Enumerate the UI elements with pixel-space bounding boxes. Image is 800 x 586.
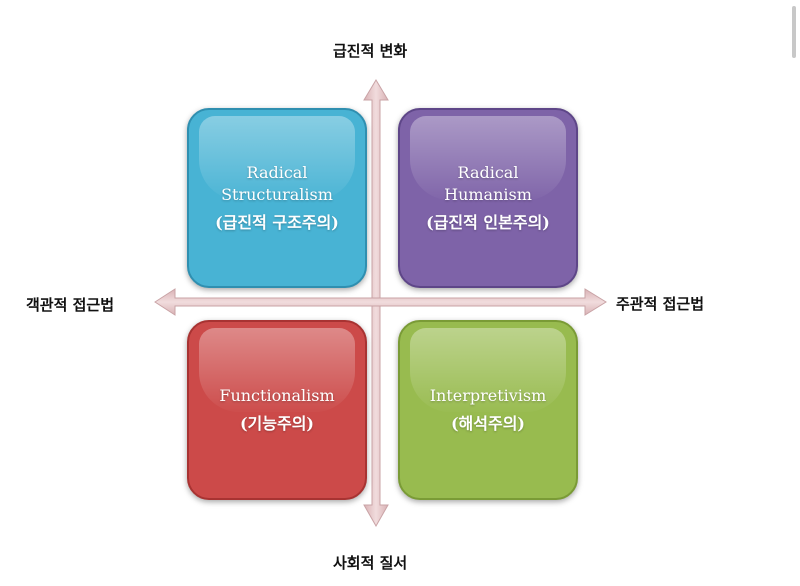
- quadrant-korean-label: (급진적 구조주의): [215, 213, 339, 232]
- quadrant-radical-humanism: Radical Humanism (급진적 인본주의): [398, 108, 578, 288]
- quadrant-title-line1: Radical: [457, 163, 519, 182]
- axis-label-bottom: 사회적 질서: [333, 554, 408, 572]
- axis-label-right: 주관적 접근법: [616, 295, 705, 313]
- quadrant-title-line2: Humanism: [444, 185, 532, 204]
- quadrant-korean-label: (급진적 인본주의): [426, 213, 550, 232]
- quadrant-korean-label: (해석주의): [450, 414, 526, 433]
- horizontal-axis-arrow: [154, 288, 607, 316]
- quadrant-functionalism: Functionalism (기능주의): [187, 320, 367, 500]
- axis-label-left: 객관적 접근법: [26, 296, 115, 314]
- quadrant-radical-structuralism: Radical Structuralism (급진적 구조주의): [187, 108, 367, 288]
- quadrant-interpretivism: Interpretivism (해석주의): [398, 320, 578, 500]
- axis-label-top: 급진적 변화: [333, 42, 408, 60]
- quadrant-title-line1: Radical: [246, 163, 308, 182]
- quadrant-title-line1: Interpretivism: [429, 386, 547, 405]
- scrollbar-thumb[interactable]: [792, 6, 796, 58]
- quadrant-title-line2: Structuralism: [221, 185, 333, 204]
- quadrant-korean-label: (기능주의): [239, 414, 315, 433]
- quadrant-title-line1: Functionalism: [219, 386, 335, 405]
